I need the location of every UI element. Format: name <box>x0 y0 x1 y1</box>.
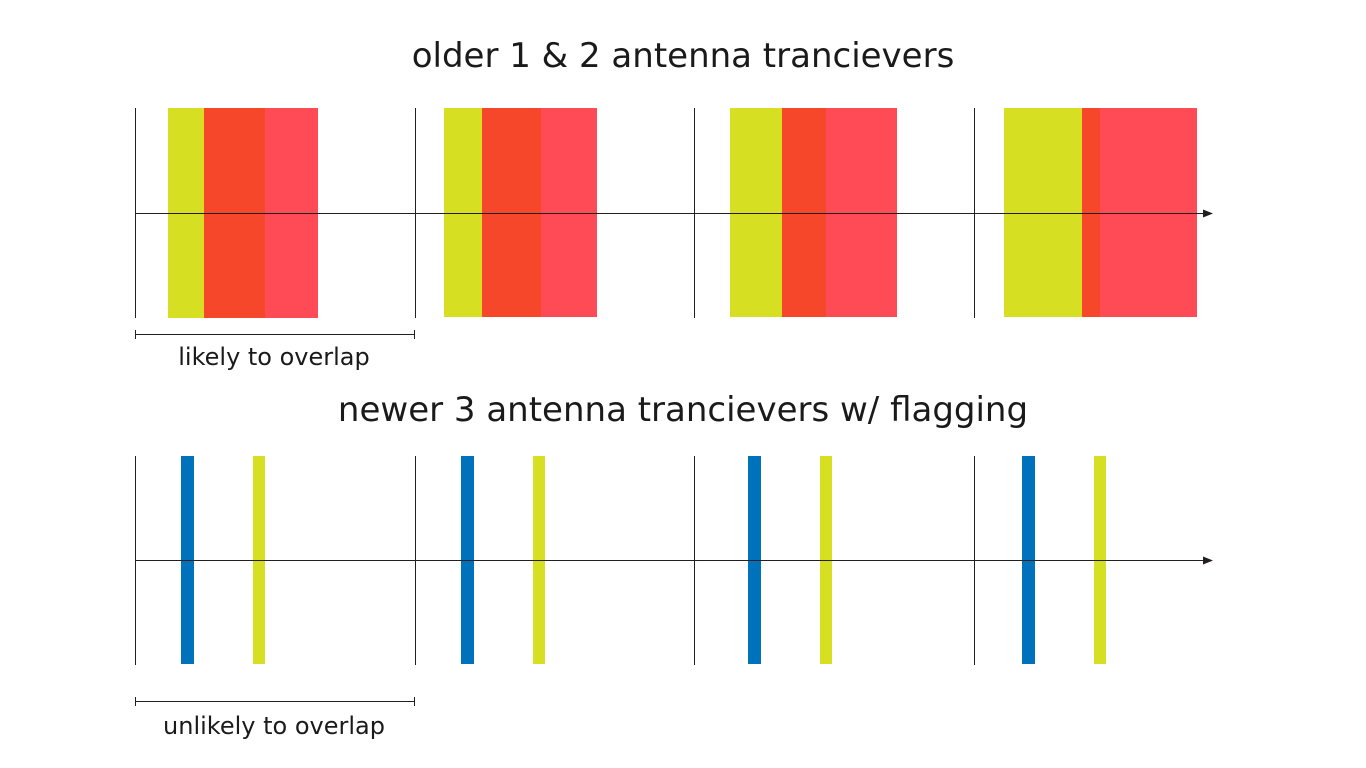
red-segment <box>1100 108 1197 317</box>
yellow-segment <box>1004 108 1082 317</box>
older-span-bracket <box>135 330 415 339</box>
orange-segment <box>482 108 541 317</box>
older-overlap-caption: likely to overlap <box>178 343 370 371</box>
orange-segment <box>782 108 826 317</box>
yellow-segment <box>730 108 782 317</box>
newer-transceivers-title: newer 3 antenna trancievers w/ flagging <box>337 390 1029 430</box>
yellow-segment <box>444 108 482 317</box>
red-segment <box>826 108 897 317</box>
newer-overlap-caption: unlikely to overlap <box>163 712 385 740</box>
older-block-4 <box>1004 108 1197 317</box>
older-block-3 <box>730 108 897 317</box>
older-block-2 <box>444 108 597 317</box>
newer-panel <box>135 456 1213 706</box>
older-transceivers-title: older 1 & 2 antenna trancievers <box>411 36 955 76</box>
red-segment <box>541 108 597 317</box>
older-panel <box>135 108 1213 339</box>
newer-span-bracket <box>135 697 415 706</box>
orange-segment <box>1082 108 1100 317</box>
